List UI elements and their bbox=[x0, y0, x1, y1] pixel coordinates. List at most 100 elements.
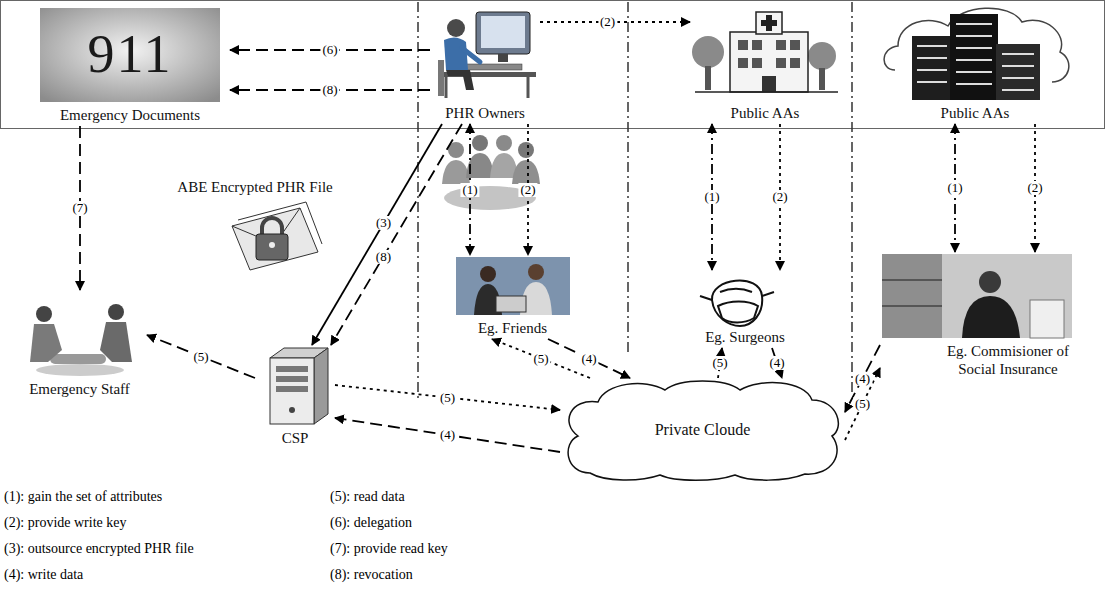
office-building bbox=[1002, 65, 1034, 67]
people-group bbox=[442, 135, 540, 210]
office-building bbox=[956, 47, 992, 49]
callout-number: (3) bbox=[374, 216, 393, 230]
caption: Eg. Friends bbox=[450, 317, 575, 339]
picture-area bbox=[12, 290, 147, 378]
office-building bbox=[917, 24, 1034, 90]
callout-number: (7) bbox=[70, 201, 89, 215]
server-tower bbox=[276, 376, 308, 382]
hospital-building bbox=[738, 58, 748, 68]
cloud-outline bbox=[568, 381, 838, 480]
people-group bbox=[472, 135, 488, 151]
node-label: Eg. Friends bbox=[478, 319, 547, 337]
hospital-building bbox=[790, 40, 800, 50]
hospital-building bbox=[692, 36, 724, 68]
caption: CSP bbox=[255, 427, 335, 449]
divider-line bbox=[627, 2, 629, 352]
callout-number: (2) bbox=[1025, 181, 1044, 195]
server-tower bbox=[270, 348, 328, 424]
flow-arrow bbox=[147, 335, 255, 378]
owner-figure bbox=[476, 12, 530, 54]
emergency-staff-figure bbox=[30, 324, 62, 362]
flow-arrow bbox=[312, 124, 442, 345]
picture-area bbox=[255, 345, 335, 427]
office-building bbox=[1002, 77, 1034, 79]
node-label: Emergency Staff bbox=[29, 380, 130, 398]
callout-number: (2) bbox=[518, 183, 537, 197]
callout-number: (5) bbox=[438, 391, 457, 405]
office-building bbox=[912, 36, 952, 100]
picture-area: 911 bbox=[30, 4, 230, 104]
node-label: Eg. Commisioner of Social Insurance bbox=[928, 342, 1088, 378]
flow-arrow bbox=[845, 345, 880, 412]
server-tower bbox=[314, 348, 328, 424]
friends-photo bbox=[456, 257, 570, 315]
hospital-building bbox=[695, 91, 838, 93]
office-building bbox=[1002, 89, 1034, 91]
caption: Eg. Commisioner of Social Insurance bbox=[926, 340, 1090, 380]
authority-building: Public AAs bbox=[690, 4, 840, 124]
hospital-building bbox=[776, 40, 786, 50]
callout-number: (4) bbox=[579, 352, 598, 366]
surgeon-figure bbox=[720, 289, 752, 292]
commissioner-photo bbox=[882, 254, 1072, 338]
actor-figure: PHR Owners bbox=[430, 4, 540, 124]
callout-number: (1) bbox=[945, 181, 964, 195]
hospital-building bbox=[752, 40, 762, 50]
owner-figure bbox=[438, 12, 536, 98]
people-group bbox=[512, 160, 540, 184]
server-tower bbox=[270, 358, 314, 424]
office-building bbox=[956, 23, 992, 25]
flow-arrow bbox=[331, 124, 462, 345]
caption: PHR Owners bbox=[430, 102, 540, 124]
friends-photo bbox=[496, 296, 526, 312]
hospital-building bbox=[761, 15, 777, 31]
encrypted-file bbox=[232, 208, 318, 270]
picture-area bbox=[880, 252, 1090, 340]
owner-figure bbox=[447, 19, 465, 37]
user-group: Eg. Friends bbox=[450, 255, 575, 339]
node-label: Emergency Documents bbox=[60, 106, 200, 124]
office-building bbox=[1002, 53, 1034, 55]
callout-number: (6) bbox=[320, 43, 339, 57]
surgeon-figure bbox=[712, 281, 762, 300]
owner-figure bbox=[445, 77, 448, 98]
people-group bbox=[518, 142, 534, 158]
callout-number: (4) bbox=[853, 372, 872, 386]
encrypted-file bbox=[269, 242, 275, 248]
caption: Emergency Documents bbox=[30, 104, 230, 126]
office-building bbox=[956, 71, 992, 73]
hospital-building bbox=[808, 42, 836, 70]
cloud-shape: Private Cloude bbox=[560, 378, 845, 482]
user-group: Eg. Surgeons bbox=[690, 270, 800, 348]
office-building bbox=[950, 14, 998, 100]
friends-photo bbox=[456, 257, 570, 315]
document-image: 911Emergency Documents bbox=[30, 4, 230, 126]
emergency-staff-figure bbox=[108, 304, 124, 320]
owner-figure bbox=[444, 37, 468, 70]
emergency-staff-figure bbox=[50, 354, 106, 364]
callout-number: (5) bbox=[531, 352, 550, 366]
picture-area bbox=[430, 4, 540, 102]
hospital-building bbox=[776, 58, 786, 68]
hospital-building bbox=[756, 12, 782, 34]
callout-number: (5) bbox=[853, 397, 872, 411]
callout-number: (2) bbox=[598, 15, 617, 29]
office-building bbox=[996, 44, 1040, 100]
callout-number: (4) bbox=[767, 356, 786, 370]
caption: Eg. Surgeons bbox=[690, 326, 800, 348]
friends-photo bbox=[480, 266, 496, 282]
user-group: Eg. Commisioner of Social Insurance bbox=[880, 252, 1090, 380]
encrypted-file: ABE Encrypted PHR File bbox=[173, 176, 336, 270]
emergency-document-image bbox=[40, 8, 220, 102]
people-group bbox=[442, 160, 470, 184]
emergency-staff-figure bbox=[36, 306, 52, 322]
server-tower bbox=[276, 366, 308, 372]
legend-entry: (6): delegation bbox=[330, 514, 412, 531]
people-group bbox=[496, 135, 512, 151]
picture-area bbox=[880, 2, 1070, 102]
surgeon-figure bbox=[712, 296, 762, 326]
office-building bbox=[884, 8, 1069, 100]
divider-line bbox=[851, 2, 853, 395]
hospital-building bbox=[738, 40, 748, 50]
